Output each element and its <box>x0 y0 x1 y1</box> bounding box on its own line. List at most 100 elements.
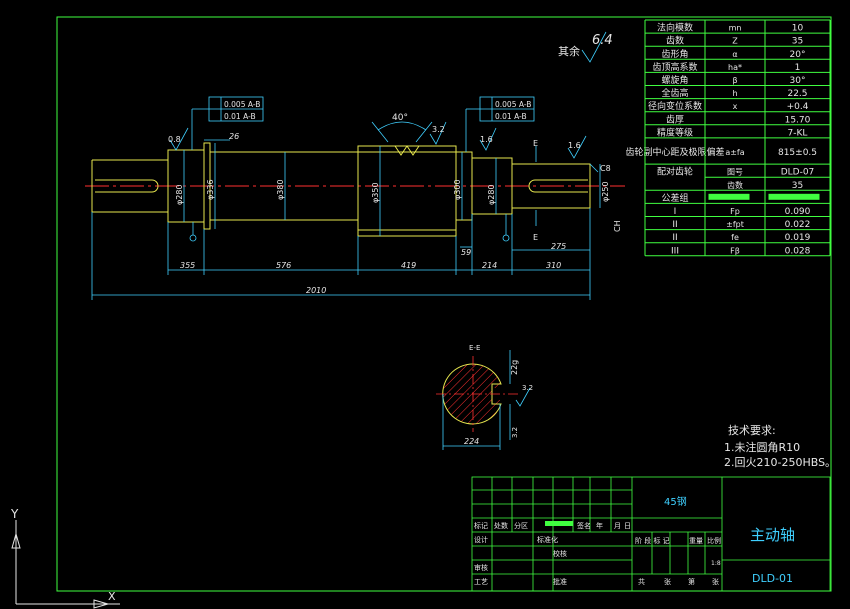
param-value-8: 7-KL <box>788 128 808 138</box>
dim-h-275: 275 <box>551 242 566 251</box>
param-value-6: +0.4 <box>787 102 809 112</box>
param-value-4: 30° <box>790 76 806 86</box>
shaft-right-end <box>511 163 591 209</box>
shaft-main-view: 其余 6.4 40° 0.8 3.2 1.6 1.6 0.005 A-B 0.0… <box>85 31 625 300</box>
tolerance-header-bar <box>708 193 750 200</box>
section-mark-bottom: E <box>533 233 538 242</box>
param-value-2: 20° <box>790 50 806 60</box>
keyway-left <box>95 179 159 193</box>
tb-fenqu: 分区 <box>514 521 528 530</box>
material-label: 45钢 <box>664 495 687 508</box>
dim-v-1: φ280 <box>175 184 184 205</box>
param-value-1: 35 <box>792 37 803 47</box>
tb-gongyi: 工艺 <box>474 578 488 586</box>
roughness-mark-3: 1.6 <box>480 135 493 144</box>
tb-nian: 年 <box>596 521 603 530</box>
param-symbol-11: 齿数 <box>727 180 743 190</box>
dim-v-3: φ380 <box>276 179 285 200</box>
param-name-8: 精度等级 <box>657 126 693 138</box>
angle-label: 40° <box>392 113 408 123</box>
chamfer-label: C8 <box>600 164 611 173</box>
dim-v-4: φ350 <box>371 182 380 203</box>
section-view-label: E-E <box>469 344 480 352</box>
tech-req-title: 技术要求: <box>728 424 776 437</box>
tol-frame-2-line-1: 0.005 A-B <box>495 100 531 109</box>
param-name-0: 法向模数 <box>657 22 693 34</box>
technical-requirements: 技术要求: 1.未注圆角R10 2.回火210-250HBS。 <box>724 424 836 469</box>
dim-v-2: φ336 <box>206 179 215 200</box>
param-symbol-9: a±fa <box>725 148 744 157</box>
roughness-mark-4: 1.6 <box>568 141 581 150</box>
tol-value-0: 0.090 <box>785 207 811 217</box>
tb-gong: 共 <box>638 577 645 586</box>
param-name-3: 齿顶高系数 <box>652 61 697 73</box>
tol-value-1: 0.022 <box>785 220 811 230</box>
param-name-10: 配对齿轮 <box>657 166 693 178</box>
param-symbol-6: x <box>733 102 738 111</box>
part-name: 主动轴 <box>750 526 795 544</box>
tb-wenjian: 更改文件号 <box>545 522 575 530</box>
param-symbol-4: β <box>732 76 737 85</box>
tb-ri: 日 <box>624 522 631 530</box>
ucs-y-label: Y <box>10 507 19 521</box>
section-dim-3: 3.2 <box>522 384 533 392</box>
tb-qianming: 签名 <box>577 521 591 530</box>
param-name-7: 齿厚 <box>666 114 684 125</box>
roughness-rest-label: 其余 <box>558 44 580 58</box>
keyway-right <box>528 179 588 193</box>
param-name-9: 齿轮副中心距及极限偏差 <box>625 146 724 158</box>
param-name-1: 齿数 <box>666 35 684 47</box>
param-value-5: 22.5 <box>787 89 807 99</box>
gear-tooth-profile <box>394 145 420 156</box>
param-value-9: 815±0.5 <box>778 148 817 158</box>
tol-group-0: I <box>674 207 677 217</box>
ucs-icon <box>11 520 120 609</box>
dim-h-576: 576 <box>276 261 291 270</box>
param-symbol-1: Z <box>732 37 738 46</box>
section-dim-4: 3.2 <box>511 427 519 438</box>
dim-h-2010: 2010 <box>306 286 326 295</box>
tb-sheji: 设计 <box>474 535 488 544</box>
dim-h-355: 355 <box>180 261 195 270</box>
section-dim-2: 22g <box>510 360 519 375</box>
tol-frame-1-line-1: 0.005 A-B <box>224 100 260 109</box>
dim-v-6: φ280 <box>487 184 496 205</box>
section-outline <box>442 363 502 425</box>
dim-v-7: φ250 <box>601 181 610 202</box>
tb-zhongliang: 重量 <box>689 537 703 545</box>
tol-value-3: 0.028 <box>785 246 811 256</box>
tol-group-1: II <box>672 220 677 230</box>
param-value-10: DLD-07 <box>781 168 815 178</box>
tolerance-header-bar-2 <box>768 193 820 200</box>
param-name-4: 螺旋角 <box>661 74 688 86</box>
dim-v-5: φ300 <box>453 179 462 200</box>
param-value-7: 15.70 <box>785 115 811 125</box>
param-value-11: 35 <box>792 181 803 191</box>
param-value-0: 10 <box>792 24 804 34</box>
section-view-e-e: E-E 224 22g 3.2 3.2 <box>436 344 533 450</box>
tolerance-header: 公差组 <box>661 192 688 204</box>
tb-yue: 月 <box>614 522 621 530</box>
ucs-x-label: X <box>108 590 116 603</box>
tb-chushu: 处数 <box>494 521 508 530</box>
roughness-mark-2: 3.2 <box>432 125 445 134</box>
drawing-number: DLD-01 <box>752 572 793 585</box>
param-value-3: 1 <box>795 63 801 73</box>
tb-di: 第 <box>688 577 695 586</box>
tb-bili: 比例 <box>707 536 721 545</box>
dim-h-26: 26 <box>229 132 239 141</box>
tb-scale: 1:8 <box>711 560 721 567</box>
param-symbol-3: ha* <box>728 63 742 72</box>
dim-h-214: 214 <box>482 261 497 270</box>
tol-symbol-2: fe <box>731 233 739 242</box>
section-dim-1: 224 <box>464 437 479 446</box>
tol-group-3: III <box>671 246 679 256</box>
roughness-mark-1: 0.8 <box>168 135 181 144</box>
tol-symbol-1: ±fpt <box>726 220 744 229</box>
tb-wenjian-fill <box>545 521 573 526</box>
param-name-2: 齿形角 <box>661 48 688 60</box>
tol-frame-2-line-2: 0.01 A-B <box>495 112 527 121</box>
tb-jiaoshen: 校核 <box>553 549 567 558</box>
dim-h-419: 419 <box>401 261 416 270</box>
